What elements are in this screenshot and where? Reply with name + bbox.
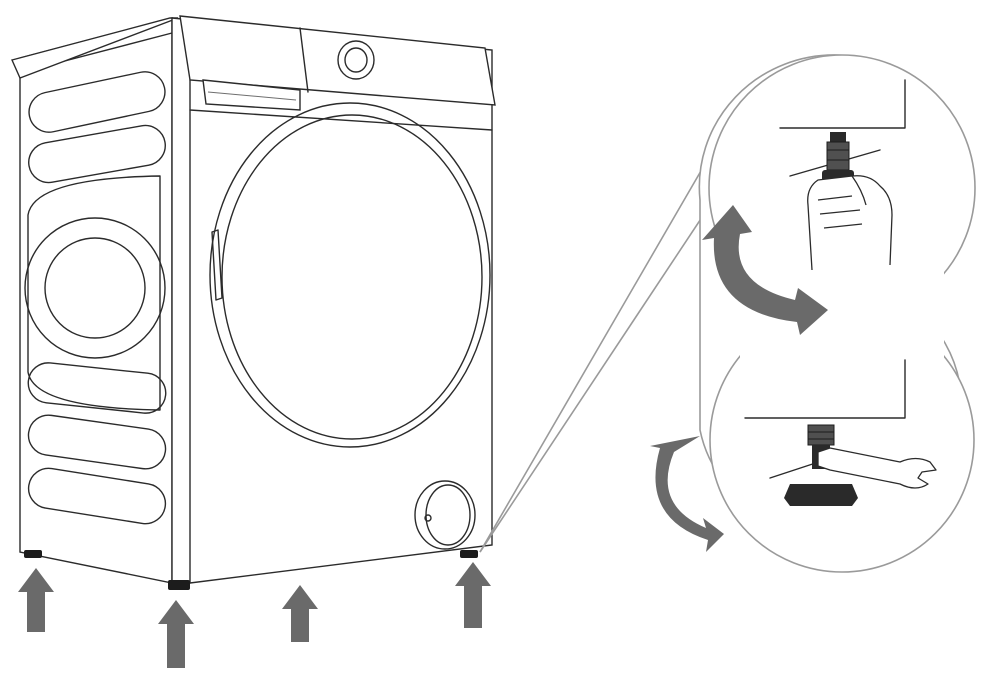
detergent-drawer (202, 79, 301, 111)
foot-rear-left (24, 550, 42, 558)
curved-rotation-arrow-icon (650, 436, 724, 552)
hand-icon (807, 175, 893, 271)
curved-rotation-arrow-icon (702, 205, 828, 335)
foot-front-left (168, 580, 190, 590)
machine-door (209, 102, 491, 448)
detail-wrench-adjust (744, 359, 937, 506)
up-arrow-icon (282, 585, 318, 642)
foot-adjustment-callout (479, 54, 976, 573)
foot-front-right (460, 550, 478, 558)
side-panel-ribs (24, 71, 167, 525)
machine-feet (24, 550, 478, 590)
washing-machine (11, 15, 496, 590)
up-arrow-icon (158, 600, 194, 668)
detail-hand-adjust (779, 79, 906, 271)
lift-arrows (18, 562, 491, 668)
up-arrow-icon (18, 568, 54, 632)
up-arrow-icon (455, 562, 491, 628)
filter-cover (414, 480, 476, 550)
machine-side-panel (19, 17, 173, 584)
program-knob (337, 40, 375, 80)
wrench-icon (817, 447, 937, 489)
